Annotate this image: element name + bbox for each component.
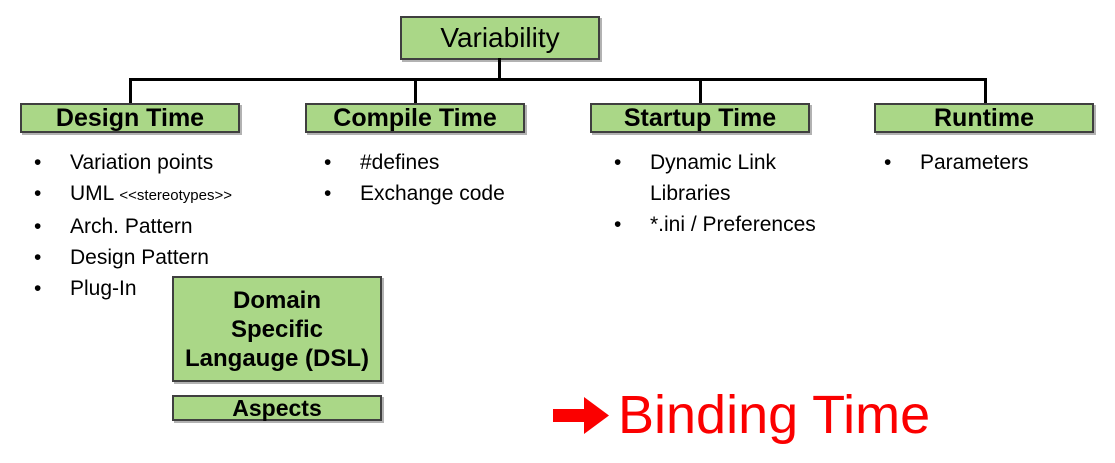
list-item-text: Variation points <box>70 151 214 174</box>
domain-specific-language-box: Domain Specific Langauge (DSL) <box>172 276 382 382</box>
runtime-header-label: Runtime <box>934 103 1034 132</box>
dsl-line-3: Langauge (DSL) <box>185 344 369 372</box>
design-time-list: Variation points UML <<stereotypes>> Arc… <box>30 147 290 304</box>
list-item: Arch. Pattern <box>30 211 290 242</box>
aspects-label: Aspects <box>232 394 322 421</box>
design-time-header-box: Design Time <box>20 103 240 133</box>
startup-time-list: Dynamic Link Libraries *.ini / Preferenc… <box>610 147 825 240</box>
list-item-text: Arch. Pattern <box>70 215 193 238</box>
list-item-text: UML <box>70 182 114 205</box>
variability-root-label: Variability <box>440 22 560 53</box>
aspects-box: Aspects <box>172 395 382 421</box>
dsl-line-2: Specific <box>230 315 324 343</box>
list-item-text: Design Pattern <box>70 246 209 269</box>
list-item: Design Pattern <box>30 242 290 273</box>
connector-drop-compile-time <box>414 80 417 103</box>
compile-time-header-box: Compile Time <box>305 103 525 133</box>
dsl-line-1: Domain <box>232 286 321 314</box>
list-item: Plug-In <box>30 273 290 304</box>
connector-drop-startup-time <box>699 80 702 103</box>
design-time-header-label: Design Time <box>55 103 205 132</box>
runtime-list: Parameters <box>880 147 1110 178</box>
startup-time-header-label: Startup Time <box>623 103 777 132</box>
connector-root-stem <box>498 58 501 80</box>
runtime-header-box: Runtime <box>874 103 1094 133</box>
connector-drop-design-time <box>129 80 132 103</box>
compile-time-header-label: Compile Time <box>333 103 497 132</box>
binding-time-label: Binding Time <box>618 385 931 445</box>
list-item: Parameters <box>880 147 1110 178</box>
list-item-text: Dynamic Link Libraries <box>650 151 777 205</box>
variability-root-box: Variability <box>400 16 600 60</box>
list-item: #defines <box>320 147 560 178</box>
right-arrow-icon <box>553 397 609 434</box>
list-item-text: Plug-In <box>70 277 137 300</box>
list-item: Exchange code <box>320 178 560 209</box>
list-item-text: *.ini / Preferences <box>650 213 816 236</box>
compile-time-list: #defines Exchange code <box>320 147 560 209</box>
list-item-small-text: <<stereotypes>> <box>119 187 232 204</box>
list-item: *.ini / Preferences <box>610 209 825 240</box>
list-item: UML <<stereotypes>> <box>30 178 290 211</box>
list-item: Variation points <box>30 147 290 178</box>
list-item-text: Parameters <box>920 151 1029 174</box>
list-item-text: #defines <box>360 151 440 174</box>
connector-horizontal-line <box>129 78 987 81</box>
startup-time-header-box: Startup Time <box>590 103 810 133</box>
list-item-text: Exchange code <box>360 182 505 205</box>
list-item: Dynamic Link Libraries <box>610 147 825 209</box>
connector-drop-runtime <box>984 80 987 103</box>
